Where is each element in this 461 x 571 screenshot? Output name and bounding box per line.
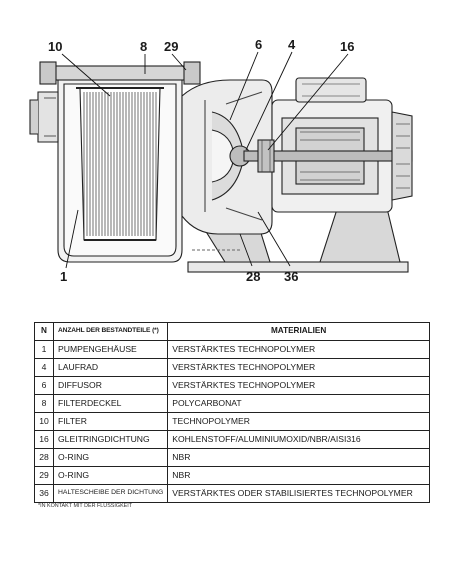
- row-number: 29: [34, 466, 54, 485]
- row-part: O-RING: [52, 448, 169, 467]
- row-material: NBR: [167, 448, 430, 467]
- callout-leaders: [61, 51, 349, 269]
- row-number: 16: [34, 430, 54, 449]
- row-material: VERSTÄRKTES TECHNOPOLYMER: [167, 340, 430, 359]
- callout-36: 36: [284, 269, 299, 284]
- row-part: DIFFUSOR: [52, 376, 169, 395]
- row-material: VERSTÄRKTES TECHNOPOLYMER: [167, 358, 430, 377]
- callout-6: 6: [255, 37, 263, 52]
- row-number: 36: [34, 484, 54, 503]
- table-row: 28 O-RING NBR: [34, 448, 430, 467]
- header-material: MATERIALIEN: [167, 322, 430, 341]
- row-material: KOHLENSTOFF/ALUMINIUMOXID/NBR/AISI316: [167, 430, 430, 449]
- row-part: HALTESCHEIBE DER DICHTUNG: [52, 484, 169, 503]
- table-row: 1 PUMPENGEHÄUSE VERSTÄRKTES TECHNOPOLYME…: [34, 340, 430, 359]
- row-part: O-RING: [52, 466, 169, 485]
- row-material: POLYCARBONAT: [167, 394, 430, 413]
- row-number: 6: [34, 376, 54, 395]
- row-part: LAUFRAD: [52, 358, 169, 377]
- callout-8: 8: [140, 39, 148, 54]
- header-part: ANZAHL DER BESTANDTEILE (*): [52, 322, 169, 341]
- row-number: 1: [34, 340, 54, 359]
- row-number: 8: [34, 394, 54, 413]
- filter-basket: [76, 87, 164, 241]
- table-row: 8 FILTERDECKEL POLYCARBONAT: [34, 394, 430, 413]
- row-number: 4: [34, 358, 54, 377]
- callout-1: 1: [60, 269, 68, 284]
- row-part: PUMPENGEHÄUSE: [52, 340, 169, 359]
- table-row: 16 GLEITRINGDICHTUNG KOHLENSTOFF/ALUMINI…: [34, 430, 430, 449]
- callout-28: 28: [246, 269, 261, 284]
- row-part: FILTERDECKEL: [52, 394, 169, 413]
- callout-29: 29: [164, 39, 179, 54]
- row-material: NBR: [167, 466, 430, 485]
- row-material: TECHNOPOLYMER: [167, 412, 430, 431]
- table-header-row: N ANZAHL DER BESTANDTEILE (*) MATERIALIE…: [34, 322, 430, 341]
- table-row: 29 O-RING NBR: [34, 466, 430, 485]
- table-row: 36 HALTESCHEIBE DER DICHTUNG VERSTÄRKTES…: [34, 484, 430, 503]
- table-row: 4 LAUFRAD VERSTÄRKTES TECHNOPOLYMER: [34, 358, 430, 377]
- table-row: 10 FILTER TECHNOPOLYMER: [34, 412, 430, 431]
- footnote: *IN KONTAKT MIT DER FLÜSSIGKEIT: [38, 503, 133, 509]
- row-number: 28: [34, 448, 54, 467]
- header-n: N: [34, 322, 54, 341]
- table-row: 6 DIFFUSOR VERSTÄRKTES TECHNOPOLYMER: [34, 376, 430, 395]
- mechanical-seal: [257, 139, 275, 173]
- row-material: VERSTÄRKTES ODER STABILISIERTES TECHNOPO…: [167, 484, 430, 503]
- row-part: FILTER: [52, 412, 169, 431]
- row-part: GLEITRINGDICHTUNG: [52, 430, 169, 449]
- callout-10: 10: [48, 39, 63, 54]
- callout-4: 4: [288, 37, 296, 52]
- callout-16: 16: [340, 39, 355, 54]
- row-material: VERSTÄRKTES TECHNOPOLYMER: [167, 376, 430, 395]
- pump-cross-section-drawing: [29, 51, 413, 273]
- parts-materials-table: N ANZAHL DER BESTANDTEILE (*) MATERIALIE…: [34, 322, 430, 503]
- base-plate: [187, 199, 409, 273]
- row-number: 10: [34, 412, 54, 431]
